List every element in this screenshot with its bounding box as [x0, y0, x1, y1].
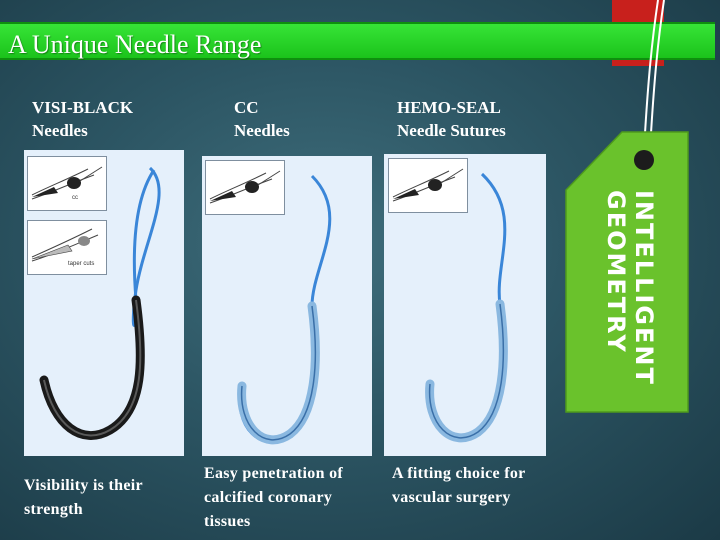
- caption-visi-black: Visibility is their strength: [24, 474, 143, 522]
- heading-cc-line1: CC: [234, 98, 259, 117]
- caption-hemo-seal-line2: vascular surgery: [392, 489, 511, 506]
- caption-cc-line3: tissues: [204, 513, 251, 530]
- heading-visi-black: VISI-BLACK Needles: [32, 96, 133, 142]
- hemo-seal-needle-illustration: [425, 172, 508, 443]
- visi-black-needle-illustration: [39, 166, 161, 440]
- intelligent-geometry-tag: [565, 0, 689, 413]
- caption-cc: Easy penetration of calcified coronary t…: [204, 462, 343, 534]
- visi-black-cc-inset: cc: [27, 156, 107, 211]
- tag-line-intelligent: INTELLIGENT: [630, 190, 658, 386]
- heading-hemo-seal-line1: HEMO-SEAL: [397, 98, 501, 117]
- tag-string: [643, 0, 659, 151]
- caption-cc-line1: Easy penetration of: [204, 465, 344, 482]
- heading-hemo-seal-line2: Needle Sutures: [397, 121, 506, 140]
- heading-visi-black-line2: Needles: [32, 121, 88, 140]
- tag-hole: [634, 150, 654, 170]
- inset-label-taper: taper cuts: [68, 261, 95, 267]
- needle-tip-diagram: [31, 166, 103, 200]
- hemo-seal-tip-inset: [388, 158, 468, 213]
- hemo-seal-needle-tip-diagram: [392, 168, 464, 202]
- caption-visi-black-line2: strength: [24, 501, 83, 518]
- heading-cc-line2: Needles: [234, 121, 290, 140]
- title-bar: A Unique Needle Range: [0, 22, 715, 60]
- caption-hemo-seal: A fitting choice for vascular surgery: [392, 462, 526, 510]
- caption-visi-black-line1: Visibility is their: [24, 477, 143, 494]
- tag-line-geometry: GEOMETRY: [602, 190, 630, 354]
- heading-visi-black-line1: VISI-BLACK: [32, 98, 134, 117]
- caption-cc-line2: calcified coronary: [204, 489, 333, 506]
- tag-text: INTELLIGENT GEOMETRY: [600, 190, 660, 410]
- slide-title: A Unique Needle Range: [8, 30, 262, 59]
- visi-black-image-panel: cc taper cuts: [24, 150, 184, 456]
- tag-body: [565, 131, 689, 413]
- heading-cc: CC Needles: [234, 96, 290, 142]
- hemo-seal-image-panel: [384, 154, 546, 456]
- taper-tip-diagram: [31, 228, 99, 262]
- caption-hemo-seal-line1: A fitting choice for: [392, 465, 526, 482]
- visi-black-taper-inset: taper cuts: [27, 220, 107, 275]
- heading-hemo-seal: HEMO-SEAL Needle Sutures: [397, 96, 506, 142]
- tag-string-2: [649, 0, 665, 151]
- cc-needle-tip-diagram: [209, 170, 281, 204]
- cc-tip-inset: [205, 160, 285, 215]
- inset-label-cc: cc: [72, 195, 78, 201]
- cc-image-panel: [202, 156, 372, 456]
- cc-needle-illustration: [237, 174, 332, 445]
